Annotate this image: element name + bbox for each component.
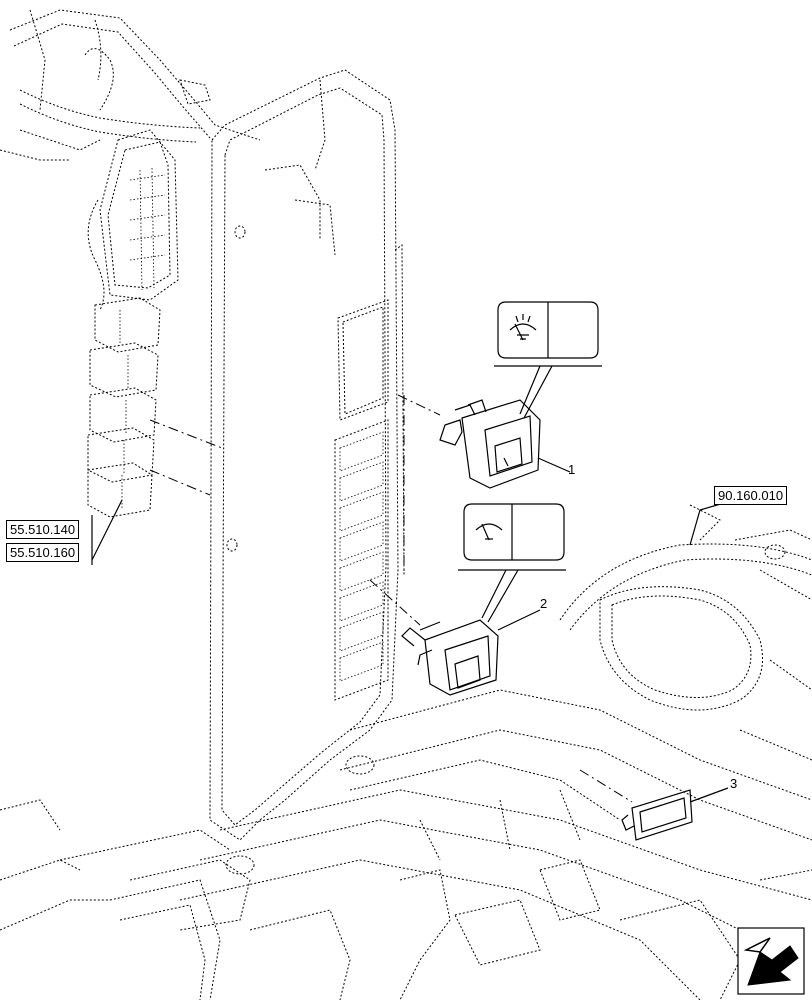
symbol-panel-2 (458, 503, 566, 623)
callout-1: 1 (568, 462, 576, 477)
upper-harness (0, 9, 261, 161)
callout-2: 2 (540, 596, 548, 611)
relay-alignment-lines (149, 419, 223, 496)
reference-label-55-510-140[interactable]: 55.510.140 (6, 520, 80, 539)
rocker-switch-1 (439, 399, 571, 489)
relay-stack (87, 297, 161, 518)
rocker-switch-2 (401, 609, 541, 696)
windshield-washer-wiper-icon (509, 314, 537, 341)
windshield-wiper-icon (475, 523, 503, 541)
relay-reference-leader (91, 499, 123, 565)
blanking-plug-3 (579, 769, 729, 841)
fuse-relay-box (87, 129, 179, 311)
switch-alignment-lines (369, 394, 441, 626)
console-assembly (0, 504, 812, 1001)
reference-label-90-160-010[interactable]: 90.160.010 (714, 486, 788, 505)
symbol-panel-1 (494, 301, 602, 419)
previous-page-arrow-icon[interactable] (737, 927, 805, 995)
pillar-trim-panel (209, 69, 405, 841)
reference-label-55-510-160[interactable]: 55.510.160 (6, 543, 80, 562)
callout-3: 3 (730, 776, 738, 791)
console-reference-leader (689, 502, 725, 546)
